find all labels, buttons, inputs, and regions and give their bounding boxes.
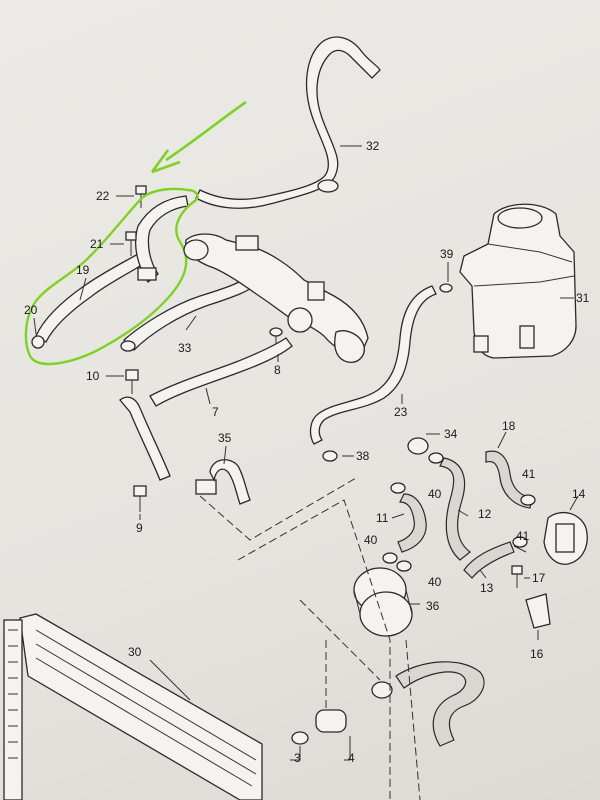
part-14-pump: [543, 511, 588, 565]
part-22-bolt: [135, 185, 147, 208]
label-41-mid: 41: [516, 529, 530, 543]
label-17: 17: [532, 571, 546, 585]
part-9-bolt: [133, 485, 147, 512]
label-9: 9: [136, 521, 143, 535]
part-35-hose: [209, 459, 251, 505]
label-40-top: 40: [428, 487, 442, 501]
assembly-lines: [199, 477, 421, 800]
label-8: 8: [274, 363, 281, 377]
label-4: 4: [348, 751, 355, 765]
label-14: 14: [572, 487, 586, 501]
label-40-mid: 40: [364, 533, 378, 547]
label-23: 23: [394, 405, 408, 419]
part-16-bracket: [525, 593, 551, 629]
label-19: 19: [76, 263, 90, 277]
part-18-ribbed-hose: [485, 450, 533, 509]
label-30: 30: [128, 645, 142, 659]
label-10: 10: [86, 369, 100, 383]
label-41-top: 41: [522, 467, 536, 481]
label-39: 39: [440, 247, 454, 261]
part-11-ribbed-hose: [397, 493, 427, 553]
label-35: 35: [218, 431, 232, 445]
part-34-cap: [407, 437, 429, 455]
label-34: 34: [444, 427, 458, 441]
leader-lines: [33, 145, 579, 761]
part-7-hose: [119, 337, 293, 495]
label-36: 36: [426, 599, 440, 613]
part-23-hose: [309, 285, 437, 445]
part-8-bolt: [269, 327, 283, 350]
part-17-bolt: [511, 565, 523, 588]
label-18: 18: [502, 419, 516, 433]
label-3: 3: [294, 751, 301, 765]
label-20: 20: [24, 303, 38, 317]
thermostat-housing: [183, 233, 369, 363]
label-13: 13: [480, 581, 494, 595]
part-10-screw: [125, 369, 139, 394]
label-38: 38: [356, 449, 370, 463]
part-12-ribbed-hose: [439, 457, 471, 561]
part-38-clamp: [322, 450, 338, 462]
part-36-cooler: [353, 567, 413, 637]
callout-labels: 22 21 19 20 32 33 8 10 7 39 31 23 35 9 3…: [24, 139, 590, 765]
part-39-clamp: [439, 283, 453, 293]
highlight-markup: [24, 100, 247, 366]
part-30-radiator: [3, 613, 263, 800]
label-33: 33: [178, 341, 192, 355]
label-21: 21: [90, 237, 104, 251]
label-16: 16: [530, 647, 544, 661]
label-11: 11: [376, 511, 389, 525]
label-22: 22: [96, 189, 110, 203]
part-13-ribbed-hose: [463, 541, 515, 579]
clamps: [382, 452, 536, 572]
label-31: 31: [576, 291, 590, 305]
label-7: 7: [212, 405, 219, 419]
part-19-coolant-pipe: [31, 195, 189, 349]
part-31-expansion-tank: [459, 203, 577, 359]
part-3-4-fittings: [291, 661, 485, 747]
label-12: 12: [478, 507, 492, 521]
part-21-bolt: [125, 231, 137, 256]
label-32: 32: [366, 139, 380, 153]
label-40-bottom: 40: [428, 575, 442, 589]
part-32-hose: [195, 36, 381, 209]
